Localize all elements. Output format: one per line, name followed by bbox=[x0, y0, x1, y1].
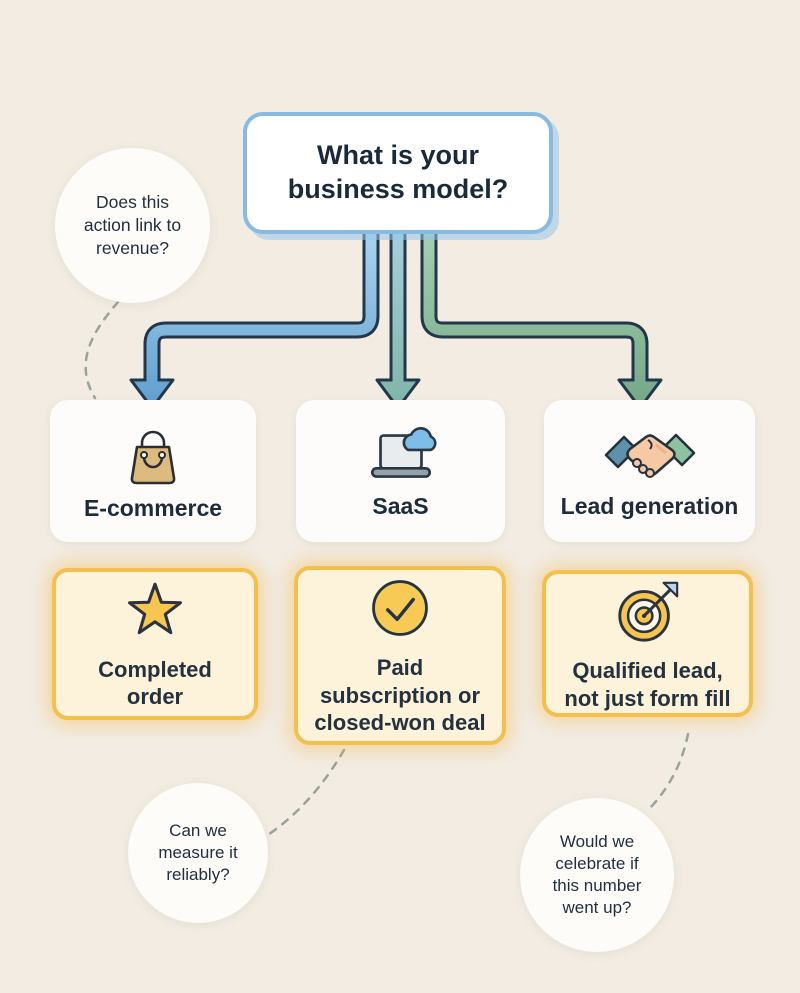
bubble-measure: Can we measure it reliably? bbox=[128, 783, 268, 923]
metric-label-ecommerce: Completed order bbox=[98, 656, 212, 710]
bubble-celebrate-text: Would we celebrate if this number went u… bbox=[552, 831, 642, 918]
arrow-leadgen bbox=[420, 230, 663, 410]
dashed-revenue-line bbox=[84, 300, 120, 400]
branch-label-saas: SaaS bbox=[372, 492, 429, 519]
bubble-revenue-text: Does this action link to revenue? bbox=[83, 192, 182, 258]
metric-box-leadgen: Qualified lead, not just form fill bbox=[542, 570, 753, 717]
bubble-revenue: Does this action link to revenue? bbox=[55, 148, 210, 303]
dashed-celebrate-line bbox=[646, 732, 690, 812]
arrow-saas bbox=[375, 230, 421, 410]
arrow-ecommerce bbox=[129, 230, 380, 410]
metric-box-saas: Paid subscription or closed-won deal bbox=[294, 566, 506, 745]
dashed-connectors bbox=[84, 300, 690, 839]
metric-box-ecommerce: Completed order bbox=[52, 568, 258, 720]
handshake-icon bbox=[602, 423, 698, 485]
laptop-cloud-icon bbox=[360, 423, 442, 485]
question-title: What is your business model? bbox=[287, 140, 509, 204]
bubble-celebrate: Would we celebrate if this number went u… bbox=[520, 798, 674, 952]
metric-label-saas: Paid subscription or closed-won deal bbox=[314, 655, 486, 736]
target-icon bbox=[610, 575, 686, 645]
star-icon bbox=[117, 578, 193, 644]
check-circle-icon bbox=[366, 574, 434, 642]
branch-card-saas: SaaS bbox=[296, 400, 505, 542]
bubble-measure-text: Can we measure it reliably? bbox=[158, 820, 238, 885]
branch-label-leadgen: Lead generation bbox=[560, 492, 739, 519]
metric-label-leadgen: Qualified lead, not just form fill bbox=[564, 658, 731, 711]
branch-label-ecommerce: E-commerce bbox=[83, 494, 223, 521]
question-box: What is your business model? bbox=[243, 112, 553, 234]
branch-card-ecommerce: E-commerce bbox=[50, 400, 256, 542]
branch-card-leadgen: Lead generation bbox=[544, 400, 755, 542]
dashed-measure-line bbox=[263, 748, 346, 839]
shopping-bag-icon bbox=[115, 421, 191, 487]
